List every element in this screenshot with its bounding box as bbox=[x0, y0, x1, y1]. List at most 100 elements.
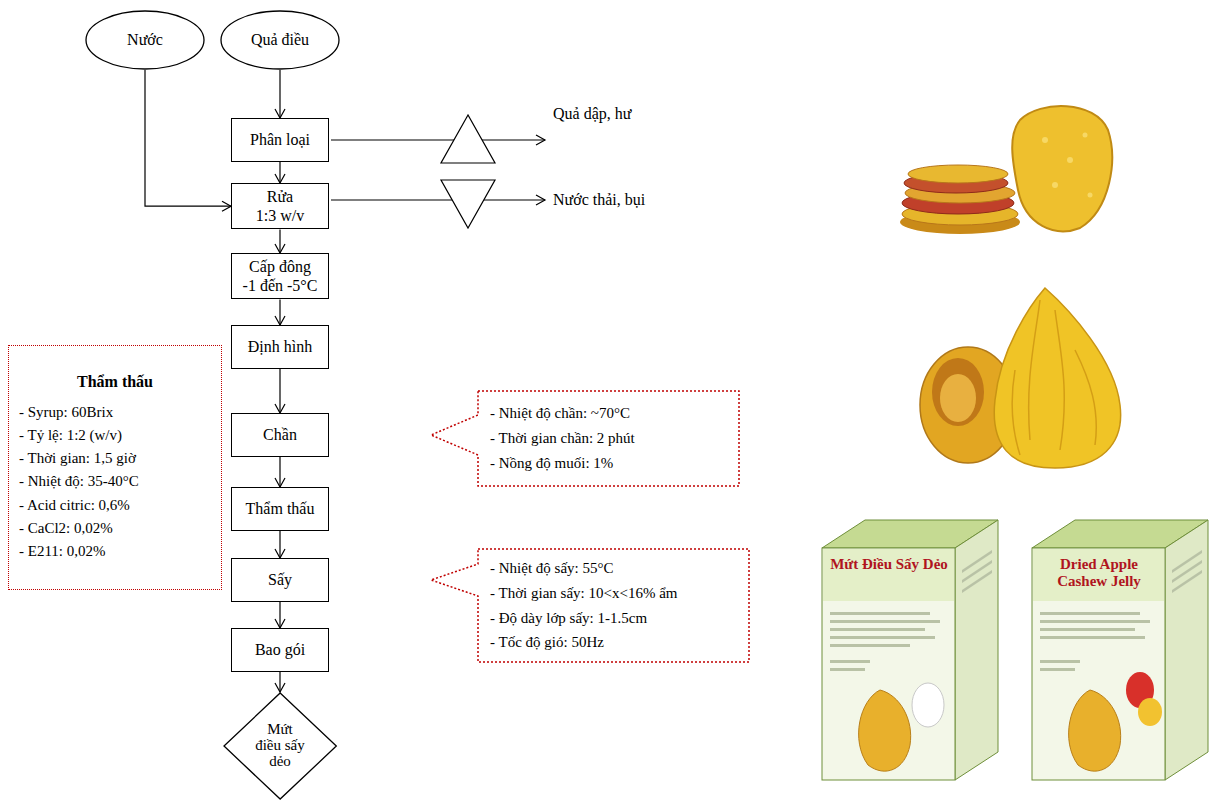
arrow-head bbox=[275, 174, 285, 183]
print-line bbox=[1040, 668, 1075, 671]
arrow-head bbox=[275, 549, 285, 558]
node-text: Nước bbox=[127, 30, 163, 49]
fruit-hollow bbox=[932, 358, 984, 426]
node-text-group: Thẩm thấu bbox=[240, 499, 320, 518]
texture-dot bbox=[1067, 157, 1073, 163]
waste-output bbox=[331, 115, 545, 228]
process-box: Phân loại bbox=[231, 118, 329, 162]
package-box bbox=[822, 520, 998, 780]
connector-line bbox=[279, 457, 280, 487]
fruit-hollow bbox=[940, 374, 976, 422]
package-text: Mứt Điều Sấy Dẻo bbox=[826, 556, 952, 573]
node-text: Bao gói bbox=[255, 640, 305, 659]
node-text: 1:3 w/v bbox=[256, 206, 304, 225]
waste-line bbox=[331, 139, 545, 140]
connector-line bbox=[279, 531, 280, 558]
print-line bbox=[962, 570, 992, 593]
arrow-head bbox=[275, 619, 285, 628]
flow-arrow bbox=[275, 162, 285, 183]
node-text: - Nhiệt độ: 35-40°C bbox=[19, 470, 139, 493]
flow-arrow bbox=[275, 229, 285, 253]
node-text: Phân loại bbox=[250, 130, 310, 149]
box-front bbox=[822, 548, 955, 780]
callout-outline bbox=[431, 391, 739, 486]
flow-arrow bbox=[275, 457, 285, 487]
connector-line bbox=[279, 672, 280, 692]
connector-line bbox=[279, 369, 280, 413]
print-line bbox=[1040, 612, 1140, 615]
box-band bbox=[1033, 549, 1164, 601]
input-ellipse: Quả điều bbox=[220, 10, 340, 70]
fruit-picture bbox=[1138, 698, 1162, 726]
connector-line bbox=[145, 70, 231, 206]
arrow-head bbox=[275, 244, 285, 253]
waste-triangle bbox=[441, 115, 495, 163]
fruit-picture bbox=[859, 690, 911, 771]
waste-triangle bbox=[441, 180, 495, 228]
print-line bbox=[830, 620, 940, 623]
connector-line bbox=[279, 602, 280, 628]
texture-dot bbox=[1083, 133, 1088, 138]
arrow-head bbox=[275, 478, 285, 487]
callout-outline bbox=[431, 549, 749, 662]
texture-dot bbox=[1052, 182, 1058, 188]
jam-slices-photo bbox=[900, 106, 1112, 234]
node-text: - Thời gian chần: 2 phút bbox=[490, 426, 635, 451]
node-text: Thẩm thấu bbox=[246, 499, 315, 518]
print-line bbox=[830, 660, 870, 663]
arrow-head bbox=[275, 109, 285, 118]
nut-picture bbox=[912, 683, 944, 727]
arrow-head bbox=[275, 316, 285, 325]
node-text: Quả điều bbox=[251, 30, 309, 49]
node-text: - Tốc độ gió: 50Hz bbox=[490, 630, 604, 655]
print-line bbox=[1172, 560, 1202, 583]
connector-line bbox=[279, 162, 280, 183]
print-line bbox=[1172, 570, 1202, 593]
process-box: Thẩm thấu bbox=[231, 487, 329, 531]
fruit-picture bbox=[1069, 690, 1121, 771]
product-diamond: Mứt điều sấy dẻo bbox=[223, 692, 337, 800]
node-text: -1 đến -5°C bbox=[243, 276, 318, 295]
node-text: Sấy bbox=[268, 570, 292, 589]
panel-heading: Thẩm thấu bbox=[77, 372, 153, 393]
dried-fruit-photo bbox=[920, 288, 1121, 468]
fruit-wrinkle bbox=[1012, 300, 1096, 455]
diamond-outline bbox=[224, 693, 336, 799]
ellipse-outline bbox=[86, 11, 204, 69]
parameter-panel: Thẩm thấu - Syrup: 60Brix- Tỷ lệ: 1:2 (w/… bbox=[8, 345, 222, 590]
flow-arrow bbox=[145, 70, 231, 211]
node-text: - Nhiệt độ chần: ~70°C bbox=[490, 401, 630, 426]
arrow-head bbox=[222, 201, 231, 211]
waste-label: Quả dập, hư bbox=[553, 104, 631, 123]
print-line bbox=[962, 560, 992, 583]
waste-label: Nước thải, bụi bbox=[553, 190, 645, 209]
input-ellipse: Nước bbox=[85, 10, 205, 70]
node-text-group: Định hình bbox=[240, 337, 320, 356]
node-text: - Tỷ lệ: 1:2 (w/v) bbox=[19, 424, 122, 447]
print-line bbox=[830, 644, 910, 647]
slice bbox=[1012, 106, 1112, 231]
ellipse-outline bbox=[221, 11, 339, 69]
node-text-group: Quả điều bbox=[220, 30, 340, 49]
process-box: Bao gói bbox=[231, 628, 329, 672]
flow-arrow bbox=[275, 672, 285, 692]
texture-dot bbox=[1042, 137, 1048, 143]
print-line bbox=[830, 668, 865, 671]
print-line bbox=[1040, 620, 1150, 623]
print-line bbox=[962, 550, 992, 573]
flow-arrow bbox=[275, 602, 285, 628]
node-text: Mứt điều sấy dẻo bbox=[254, 722, 306, 769]
fruit bbox=[994, 288, 1120, 468]
box-side bbox=[1165, 520, 1208, 780]
node-text: - Thời gian: 1,5 giờ bbox=[19, 447, 136, 470]
node-text-group: Mứt điều sấy dẻo bbox=[223, 722, 337, 769]
print-line bbox=[830, 612, 930, 615]
node-text: - Syrup: 60Brix bbox=[19, 401, 113, 424]
node-text-group: - Nhiệt độ sấy: 55°C- Thời gian sấy: 10<… bbox=[490, 556, 740, 655]
node-text-group: Bao gói bbox=[240, 640, 320, 659]
flow-arrow bbox=[275, 531, 285, 558]
process-box: Rửa1:3 w/v bbox=[231, 183, 329, 229]
texture-dot bbox=[1088, 193, 1093, 198]
print-line bbox=[830, 628, 925, 631]
node-text-group: Chần bbox=[240, 425, 320, 444]
